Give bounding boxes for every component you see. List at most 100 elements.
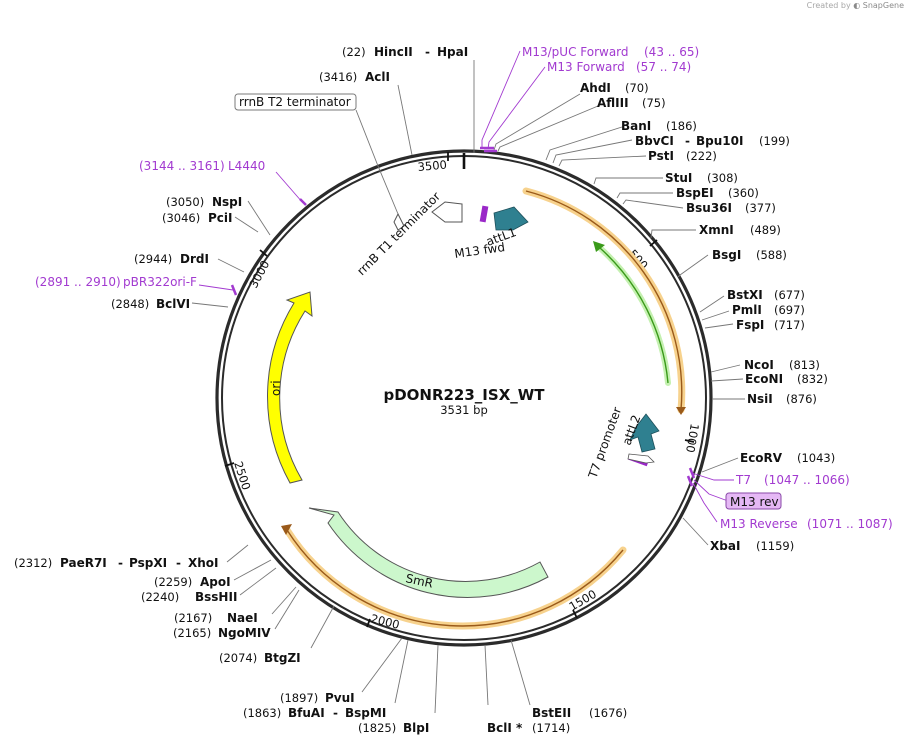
orf-lower-line [286,529,624,627]
svg-text:(70): (70) [625,81,649,95]
site-bsteii: BstEII (1676) [532,706,627,720]
svg-text:BlpI: BlpI [403,721,429,735]
site-fspi: FspI (717) [736,318,805,332]
primer-m13-reverse: M13 Reverse (1071 .. 1087) [720,517,893,531]
svg-text:EcoRV: EcoRV [740,451,783,465]
svg-text:HpaI: HpaI [437,45,468,59]
svg-text:(2891 .. 2910): (2891 .. 2910) [35,275,121,289]
svg-text:BclVI: BclVI [156,297,190,311]
m13-fwd-feature [479,205,489,223]
tick-2000 [366,618,371,628]
orf-upper-halo [522,187,686,414]
svg-text:M13 Forward: M13 Forward [547,60,625,74]
svg-text:BclI *: BclI * [487,721,523,735]
svg-text:PspXI: PspXI [129,556,167,570]
m13-rev-mini-arrow [627,453,655,464]
svg-text:BtgZI: BtgZI [264,651,301,665]
credit-brand: SnapGene [862,1,904,10]
svg-text:-: - [333,706,338,720]
primer-mark-t7 [688,467,696,479]
svg-text:(2074): (2074) [219,651,257,665]
site-bani: BanI (186) [621,119,697,133]
svg-text:-: - [176,556,181,570]
svg-text:(186): (186) [666,119,697,133]
site-paer7i-pspxi-xhoi: (2312) PaeR7I - PspXI - XhoI [14,556,219,570]
site-drdi: (2944) DrdI [134,252,209,266]
svg-text:(57 .. 74): (57 .. 74) [636,60,691,74]
site-ngomiv: (2165) NgoMIV [173,626,271,640]
svg-text:XmnI: XmnI [699,223,734,237]
orf-upper-arrowhead [676,407,686,415]
m13-rev-label-box [725,492,782,510]
primer-mark-pbr322ori-f [230,284,238,296]
svg-text:(1676): (1676) [589,706,627,720]
svg-text:(43 .. 65): (43 .. 65) [644,45,699,59]
attL1-arrow [493,206,529,231]
svg-text:XhoI: XhoI [188,556,219,570]
svg-text:(2240): (2240) [141,590,179,604]
credit-prefix: Created by [806,1,851,10]
svg-text:(1863): (1863) [243,706,281,720]
svg-text:M13 rev: M13 rev [730,495,779,509]
backbone-outer [215,149,713,647]
svg-text:BspEI: BspEI [676,186,714,200]
svg-text:(1043): (1043) [797,451,835,465]
svg-text:Bpu10I: Bpu10I [696,134,743,148]
smr-label: SmR [404,571,434,590]
svg-text:(360): (360) [728,186,759,200]
svg-text:NcoI: NcoI [744,358,774,372]
svg-text:BssHII: BssHII [195,590,237,604]
site-bcli: BclI * (1714) [487,721,570,735]
primer-m13-puc-forward: M13/pUC Forward (43 .. 65) [522,45,699,59]
attL2-arrow [629,413,660,453]
svg-text:(1047 .. 1066): (1047 .. 1066) [764,473,850,487]
ori-label: ori [269,380,283,396]
svg-text:(222): (222) [686,149,717,163]
svg-text:(199): (199) [759,134,790,148]
tick-1500 [572,609,578,619]
rrnB-T2-label: rrnB T2 terminator [239,95,351,109]
rrnB-T2-leader [355,109,399,215]
plasmid-length: 3531 bp [440,403,488,417]
site-blpi: (1825) BlpI [358,721,429,735]
rrnB-T1-label: rrnB T1 terminator [354,189,443,278]
site-pcii: (3046) PciI [162,211,233,225]
svg-text:(717): (717) [774,318,805,332]
svg-text:(1159): (1159) [756,539,794,553]
svg-text:(832): (832) [797,372,828,386]
site-naei: (2167) NaeI [174,611,258,625]
snapgene-credit: Created by ◐ SnapGene [807,1,904,10]
orf-green-arrowhead [593,241,605,252]
svg-text:(2944): (2944) [134,252,172,266]
site-bsgi: BsgI (588) [712,248,787,262]
tick-500 [649,239,658,247]
site-bbvci-bpu10i: BbvCI - Bpu10I (199) [635,134,790,148]
svg-text:(308): (308) [707,171,738,185]
svg-text:BstXI: BstXI [727,288,763,302]
primer-mark-l4440 [299,198,307,206]
rrnB-T1-arrow [431,201,463,223]
svg-text:PciI: PciI [208,211,233,225]
tick-3000 [259,249,268,257]
site-bspei: BspEI (360) [676,186,759,200]
site-ecorv: EcoRV (1043) [740,451,835,465]
svg-text:NsiI: NsiI [747,392,773,406]
svg-text:AclI: AclI [365,70,390,84]
svg-text:(813): (813) [789,358,820,372]
primer-t7: T7 (1047 .. 1066) [735,473,850,487]
svg-text:(1897): (1897) [280,691,318,705]
svg-text:EcoNI: EcoNI [745,372,783,386]
svg-text:XbaI: XbaI [710,539,740,553]
primer-m13-forward: M13 Forward (57 .. 74) [547,60,691,74]
svg-text:(377): (377) [745,201,776,215]
svg-text:PvuI: PvuI [325,691,355,705]
t7-promoter-label: T7 promoter [585,405,624,481]
svg-text:NaeI: NaeI [227,611,258,625]
svg-text:(876): (876) [786,392,817,406]
site-bsshii: (2240) BssHII [141,590,237,604]
svg-text:(3046): (3046) [162,211,200,225]
primer-pbr322ori-f: (2891 .. 2910) pBR322ori-F [35,275,197,289]
svg-text:Bsu36I: Bsu36I [686,201,732,215]
svg-text:M13 Reverse: M13 Reverse [720,517,798,531]
